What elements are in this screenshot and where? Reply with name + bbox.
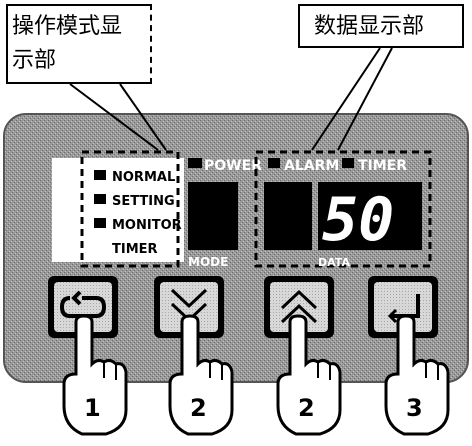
mode-display bbox=[188, 182, 238, 250]
power-label: POWER bbox=[204, 158, 262, 174]
chevron-up-icon bbox=[280, 289, 318, 324]
step-number-3: 3 bbox=[406, 394, 423, 422]
step-number-1: 1 bbox=[84, 394, 101, 422]
mode-leader-line bbox=[69, 83, 159, 151]
data-display-callout: 数据显示部 bbox=[298, 4, 464, 48]
step-number-2b: 2 bbox=[298, 394, 315, 422]
enter-icon bbox=[387, 294, 420, 324]
timer-label: TIMER bbox=[358, 158, 407, 174]
down-button[interactable] bbox=[154, 276, 224, 338]
monitor-led bbox=[94, 218, 106, 228]
mode-indicator-area bbox=[52, 158, 184, 262]
mode-timer-label: TIMER bbox=[112, 242, 158, 257]
up-button[interactable] bbox=[264, 276, 334, 338]
enter-button[interactable] bbox=[368, 276, 438, 338]
display-value: 50 bbox=[322, 185, 394, 255]
normal-led bbox=[94, 170, 106, 180]
loop-button[interactable] bbox=[48, 276, 118, 338]
data-label: DATA bbox=[318, 256, 350, 269]
mode-display-callout: 操作模式显 示部 bbox=[6, 4, 152, 84]
data-display-left bbox=[264, 182, 312, 250]
alarm-led bbox=[268, 158, 280, 168]
mode-display-callout-line2: 示部 bbox=[12, 48, 57, 73]
timer-led bbox=[342, 158, 354, 168]
step-number-2a: 2 bbox=[190, 394, 207, 422]
setting-led bbox=[94, 194, 106, 204]
mode-display-callout-line1: 操作模式显 bbox=[12, 14, 123, 39]
hand-pointer-2: 2 bbox=[168, 314, 234, 436]
data-display-callout-text: 数据显示部 bbox=[314, 14, 425, 39]
mode-monitor-label: MONITOR bbox=[112, 218, 182, 233]
mode-indicator-dashed-frame bbox=[80, 150, 180, 268]
data-display-dashed-frame bbox=[254, 150, 432, 268]
loop-icon bbox=[59, 290, 107, 318]
power-led bbox=[188, 158, 202, 168]
hand-pointer-3: 2 bbox=[276, 314, 342, 436]
hand-pointer-1: 1 bbox=[62, 314, 128, 436]
hand-pointer-4: 3 bbox=[384, 314, 450, 436]
mode-label: MODE bbox=[188, 255, 228, 269]
data-leader-line bbox=[311, 47, 381, 151]
mode-leader-line-2 bbox=[119, 83, 167, 151]
alarm-label: ALARM bbox=[284, 158, 339, 174]
data-display-right bbox=[318, 182, 422, 250]
mode-setting-label: SETTING bbox=[112, 194, 175, 209]
data-leader-line-2 bbox=[337, 47, 393, 151]
mode-normal-label: NORMAL bbox=[112, 170, 175, 185]
